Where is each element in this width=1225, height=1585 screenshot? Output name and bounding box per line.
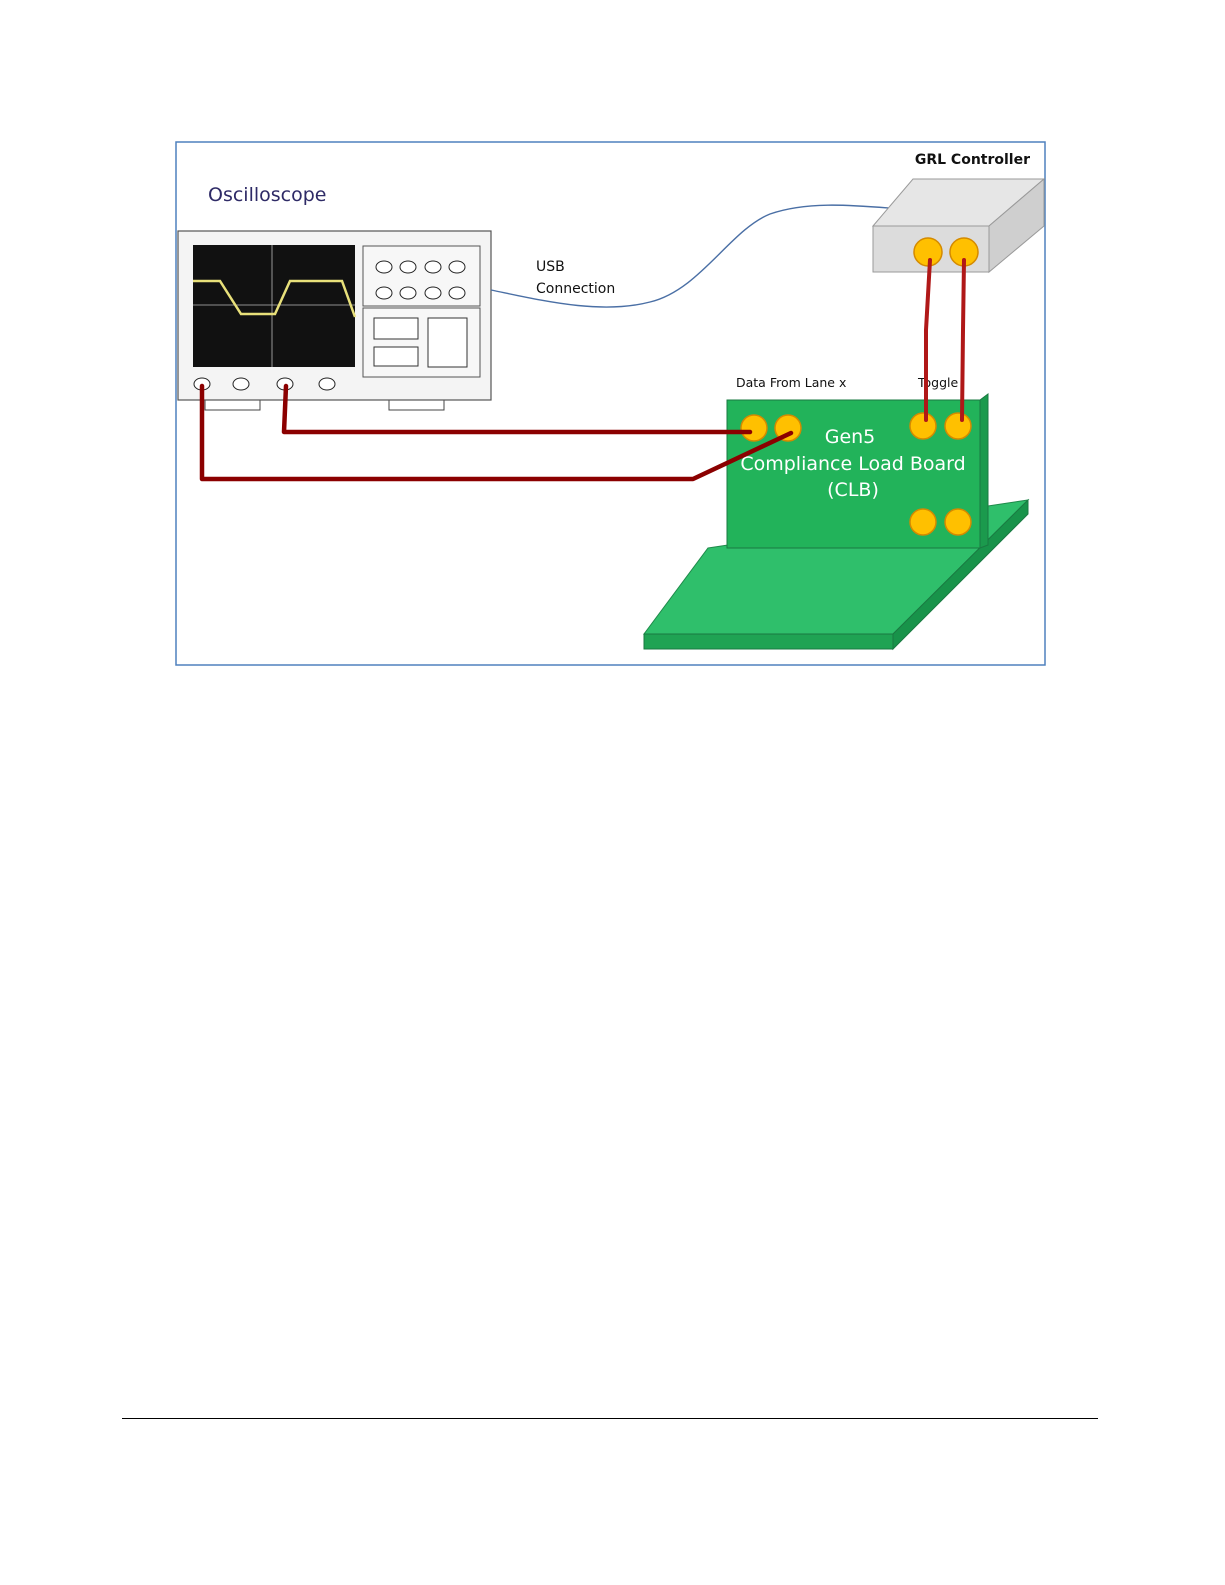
scope-screen	[193, 245, 355, 367]
scope-knob	[376, 287, 392, 299]
setup-diagram-svg: Gen5 Compliance Load Board (CLB) Data Fr…	[0, 0, 1225, 700]
controller-label: GRL Controller	[915, 152, 1030, 168]
usb-label-line2: Connection	[536, 281, 615, 297]
scope-channel-port	[233, 378, 249, 390]
scope-panel-box	[374, 347, 418, 366]
oscilloscope-label: Oscilloscope	[208, 184, 326, 206]
scope-panel-box	[374, 318, 418, 339]
spare-connector-2	[945, 509, 971, 535]
data-lane-label: Data From Lane x	[736, 375, 846, 390]
board-label-line2: Compliance Load Board	[740, 453, 965, 475]
scope-knob	[400, 287, 416, 299]
toggle-connector-1	[910, 413, 936, 439]
scope-foot-right	[389, 400, 444, 410]
scope-knob	[449, 261, 465, 273]
data-connector-1	[741, 415, 767, 441]
scope-channel-port	[319, 378, 335, 390]
scope-knob	[400, 261, 416, 273]
scope-foot-left	[205, 400, 260, 410]
toggle-cable-2	[962, 260, 964, 420]
toggle-connector-2	[945, 413, 971, 439]
setup-diagram: Gen5 Compliance Load Board (CLB) Data Fr…	[0, 0, 1225, 700]
usb-label-line1: USB	[536, 259, 565, 275]
board-base-front	[644, 634, 893, 649]
board-label-line3: (CLB)	[827, 479, 879, 501]
footer-rule	[122, 1418, 1098, 1419]
scope-panel-box	[428, 318, 467, 367]
board-vertical-side	[980, 394, 988, 548]
toggle-label: Toggle	[917, 375, 959, 390]
scope-knob	[425, 261, 441, 273]
scope-knob	[376, 261, 392, 273]
spare-connector-1	[910, 509, 936, 535]
scope-knob	[449, 287, 465, 299]
board-label-line1: Gen5	[825, 426, 876, 448]
scope-knob	[425, 287, 441, 299]
